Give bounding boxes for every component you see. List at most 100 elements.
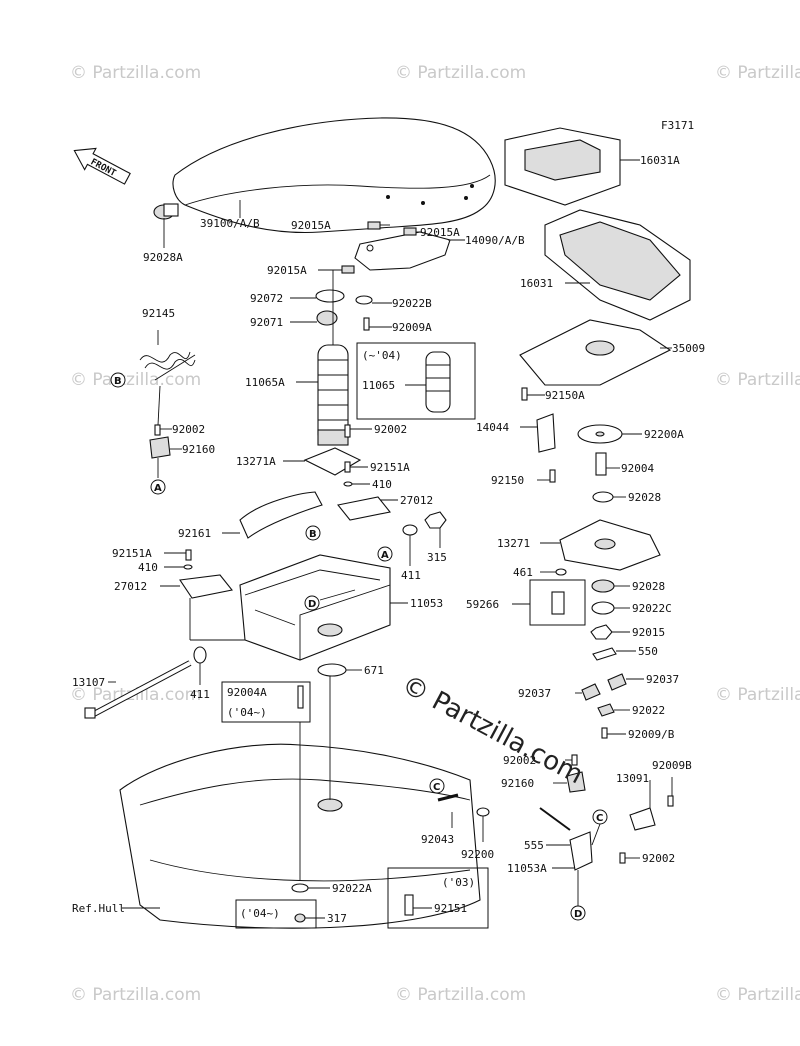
variant-box-04b — [235, 883, 317, 929]
label-411: 411 — [401, 569, 421, 582]
bracket-11053A — [569, 831, 593, 871]
label-92151: 92151 — [434, 902, 467, 915]
nut-92015 — [590, 624, 613, 640]
label-317: 317 — [327, 912, 347, 925]
watermark: © Partzilla.com — [70, 985, 201, 1005]
label-92028: 92028 — [632, 580, 665, 593]
pin-92043 — [437, 793, 459, 802]
callout-B: B — [110, 372, 126, 388]
svg-text:B: B — [114, 376, 122, 387]
svg-text:D: D — [308, 599, 316, 610]
washer-92200 — [476, 807, 490, 817]
label-92015A: 92015A — [291, 219, 331, 232]
clip-92160 — [566, 771, 586, 793]
label-11065A: 11065A — [245, 376, 285, 389]
boot-11065A — [317, 344, 349, 446]
bolt-92151A — [185, 549, 192, 561]
plate-13271A — [303, 447, 362, 476]
bolt-13107 — [84, 660, 192, 719]
label-555: 555 — [524, 839, 544, 852]
label-92200A: 92200A — [644, 428, 684, 441]
label-11053: 11053 — [410, 597, 443, 610]
label-92022A: 92022A — [332, 882, 372, 895]
callout-C: C — [592, 809, 608, 825]
bolt-92009B — [667, 795, 674, 807]
watermark: © Partzilla.com — [715, 985, 800, 1005]
label-92072: 92072 — [250, 292, 283, 305]
label-92004A: 92004A — [227, 686, 267, 699]
washer-410 — [183, 564, 193, 570]
label-92004: 92004 — [621, 462, 654, 475]
variant-box-04 — [356, 342, 476, 420]
bracket-13091 — [629, 807, 656, 831]
label-92150: 92150 — [491, 474, 524, 487]
label-671: 671 — [364, 664, 384, 677]
ring-461 — [555, 568, 567, 576]
washer-411 — [402, 524, 418, 536]
label-92002: 92002 — [172, 423, 205, 436]
base-plate-35009 — [519, 319, 672, 386]
svg-text:D: D — [574, 909, 582, 920]
callout-A: A — [150, 479, 166, 495]
washer-92022B — [355, 295, 373, 305]
label-92037: 92037 — [518, 687, 551, 700]
label-variant-04: (~'04) — [362, 349, 402, 362]
label-27012: 27012 — [114, 580, 147, 593]
label-92015A: 92015A — [267, 264, 307, 277]
label-92151A: 92151A — [370, 461, 410, 474]
clip-92037 — [607, 673, 627, 691]
label-14090: 14090/A/B — [465, 234, 525, 247]
knob-92028A — [153, 203, 179, 248]
label-92022C: 92022C — [632, 602, 672, 615]
label-92151A: 92151A — [112, 547, 152, 560]
figure-code: F3171 — [661, 119, 694, 132]
label-92043: 92043 — [421, 833, 454, 846]
part-labels: 16031A 16031 39100/A/B 92028A 92015A 920… — [72, 154, 705, 925]
label-92015: 92015 — [632, 626, 665, 639]
label-11065: 11065 — [362, 379, 395, 392]
watermark: © Partzilla.com — [715, 370, 800, 390]
label-92002: 92002 — [374, 423, 407, 436]
svg-text:C: C — [433, 782, 440, 793]
clip-92015A — [403, 227, 417, 236]
nut-315 — [424, 511, 447, 529]
grommet-92071 — [316, 310, 338, 326]
label-13271A: 13271A — [236, 455, 276, 468]
bolt-92150 — [549, 469, 556, 483]
bolt-92150A — [521, 387, 528, 401]
washer-92022C — [591, 601, 615, 615]
label-27012: 27012 — [400, 494, 433, 507]
cover-16031 — [544, 209, 691, 321]
clip-92015A — [367, 221, 381, 230]
label-13271: 13271 — [497, 537, 530, 550]
label-92161: 92161 — [178, 527, 211, 540]
label-16031: 16031 — [520, 277, 553, 290]
pin-555 — [539, 807, 571, 831]
watermark: © Partzilla.com — [395, 63, 526, 83]
washer-410 — [343, 481, 353, 487]
variant-box-03 — [387, 867, 489, 929]
label-92009A: 92009A — [392, 321, 432, 334]
bracket-14044 — [536, 413, 556, 453]
washer-92028 — [591, 579, 615, 593]
stud-92004 — [595, 452, 607, 476]
label-92028: 92028 — [628, 491, 661, 504]
svg-text:A: A — [154, 483, 162, 494]
watermark: © Partzilla.com — [70, 63, 201, 83]
label-35009: 35009 — [672, 342, 705, 355]
label-92145: 92145 — [142, 307, 175, 320]
watermark: © Partzilla.com — [715, 685, 800, 705]
clip-92160 — [149, 436, 171, 459]
bolt-92002 — [344, 424, 351, 438]
label-14044: 14044 — [476, 421, 509, 434]
label-92028A: 92028A — [143, 251, 183, 264]
seat-cover-39100 — [172, 117, 496, 234]
spring-92145 — [139, 330, 196, 381]
label-92015A: 92015A — [420, 226, 460, 239]
watermark: © Partzilla.com — [70, 370, 201, 390]
label-92037: 92037 — [646, 673, 679, 686]
oring-671 — [317, 663, 347, 677]
bracket-27012 — [337, 496, 391, 521]
watermark: © Partzilla.com — [395, 985, 526, 1005]
